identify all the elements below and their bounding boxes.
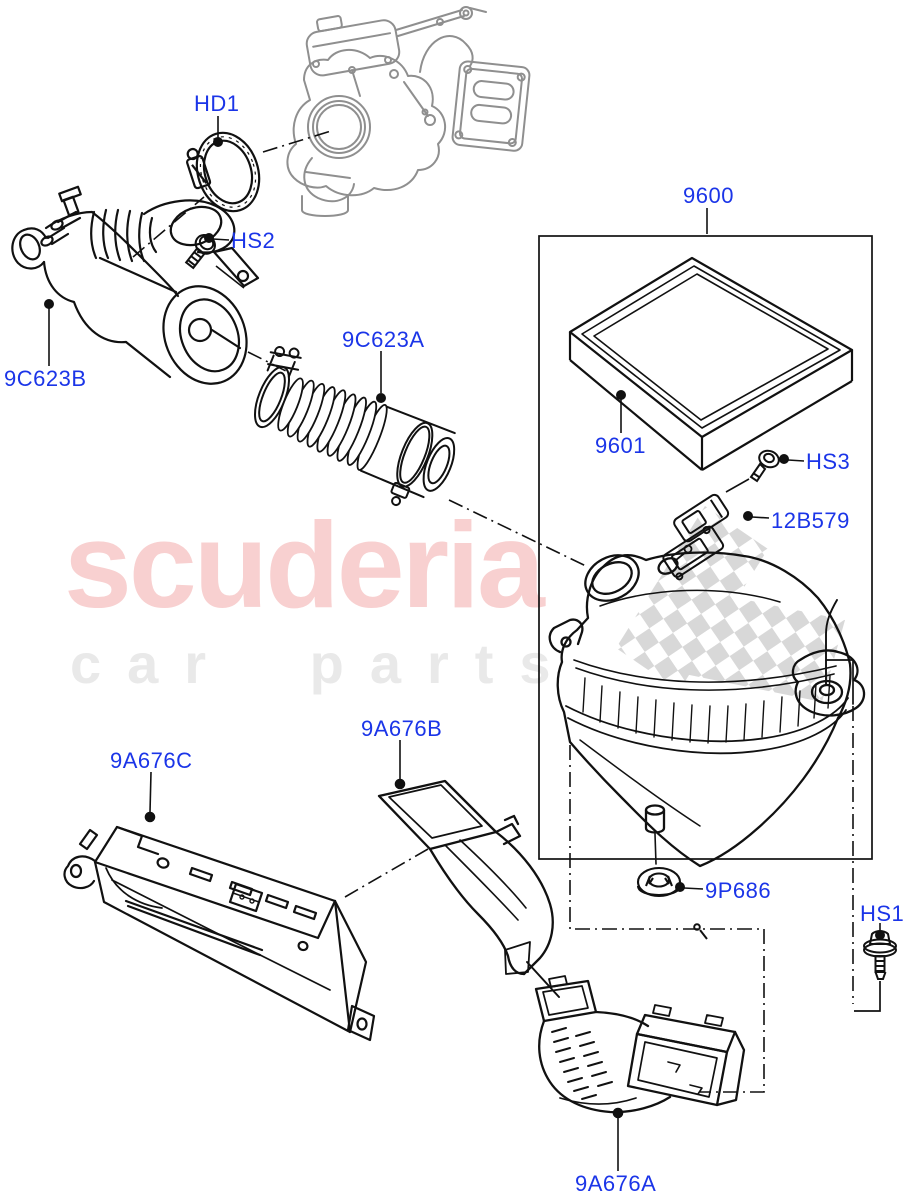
assembly-9600-box [538,235,873,860]
part-label-hs1[interactable]: HS1 [860,901,905,926]
watermark-tagline: car parts [70,632,577,695]
screw-hs3-drawing [725,449,780,493]
part-label-9601[interactable]: 9601 [595,433,646,458]
part-label-9a676b[interactable]: 9A676B [361,716,443,741]
part-label-9p686[interactable]: 9P686 [705,878,772,903]
part-label-9600[interactable]: 9600 [683,183,734,208]
flexible-hose-9c623a-drawing [254,346,456,507]
part-label-9a676c[interactable]: 9A676C [110,748,193,773]
intake-duct-9a676c-drawing [63,825,376,1042]
part-label-12b579[interactable]: 12B579 [771,508,850,533]
part-label-9c623b[interactable]: 9C623B [4,366,87,391]
air-filter-9601-drawing [568,256,854,471]
watermark-checkered-flags [616,506,845,702]
part-label-9c623a[interactable]: 9C623A [342,327,425,352]
intake-pipe-9c623b-drawing [11,185,260,385]
part-label-hs2[interactable]: HS2 [231,228,276,253]
label-leader-lines [43,116,885,1171]
intake-duct-9a676b-drawing [377,779,560,998]
air-cleaner-assembly-drawing [548,544,866,868]
turbocharger-drawing [286,6,531,217]
intake-duct-9a676a-drawing [534,975,746,1114]
watermark-brand: scuderia [64,497,545,633]
hs1-reference-corner [854,981,881,1012]
grommet-9p686-drawing [636,866,682,898]
tiny-pin-glyph [693,923,708,940]
part-label-hs3[interactable]: HS3 [806,449,851,474]
assembly-reference-lines [132,130,854,1093]
part-label-hd1[interactable]: HD1 [194,91,240,116]
part-label-9a676a[interactable]: 9A676A [575,1171,657,1196]
